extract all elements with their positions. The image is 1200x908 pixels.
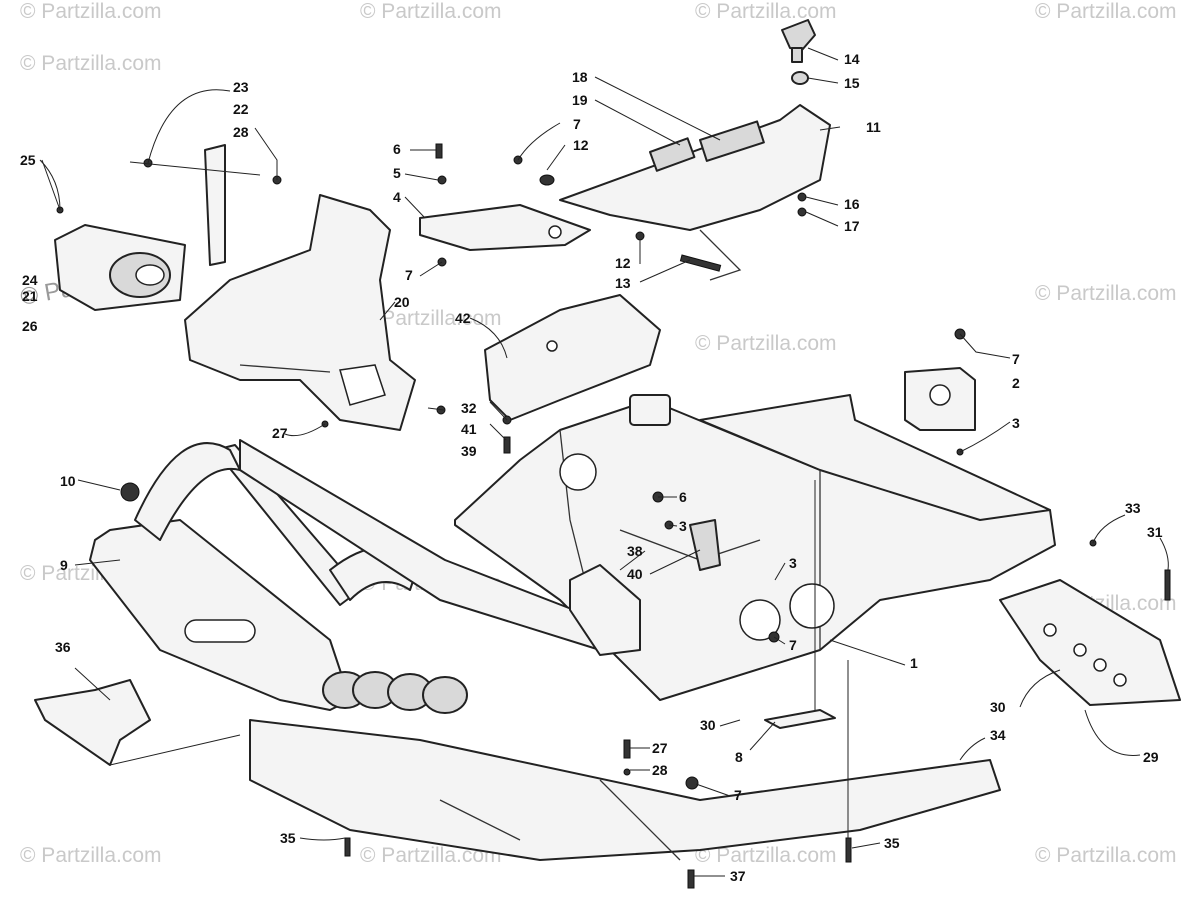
callout-number: 24	[22, 272, 38, 288]
watermark: © Partzilla.com	[360, 0, 502, 23]
watermark: © Partzilla.com	[360, 307, 502, 330]
watermark: © Partzilla.com	[20, 844, 162, 867]
callout-number: 38	[627, 543, 643, 559]
callout-number: 17	[844, 218, 860, 234]
callout-number: 9	[60, 557, 68, 573]
knob-part-14	[781, 19, 816, 85]
callout-number: 25	[20, 152, 36, 168]
shroud-part-20	[184, 144, 416, 431]
callout-number: 21	[22, 288, 38, 304]
callout-number: 7	[734, 787, 742, 803]
callout-number: 12	[573, 137, 589, 153]
console-tray-part-11	[559, 104, 831, 281]
watermark: © Partzilla.com	[20, 0, 162, 23]
callout-labels: 23 22 28 25 24 21 26 6 5 4 7 7 12 18 19 …	[20, 51, 1163, 884]
belly-pan-part-34	[249, 719, 1001, 861]
callout-number: 42	[455, 310, 471, 326]
callout-number: 22	[233, 101, 249, 117]
callout-number: 41	[461, 421, 477, 437]
bracket-part-2	[904, 367, 976, 431]
skid-plate-part-29	[999, 579, 1181, 706]
main-frame-part-1	[454, 394, 1056, 701]
bracket-part-8	[764, 709, 836, 729]
callout-number: 3	[1012, 415, 1020, 431]
watermark: © Partzilla.com	[695, 844, 837, 867]
callout-number: 33	[1125, 500, 1141, 516]
callout-number: 37	[730, 868, 746, 884]
callout-number: 30	[700, 717, 716, 733]
watermark: © Partzilla.com	[695, 332, 837, 355]
watermark: © Partzilla.com	[1035, 844, 1177, 867]
callout-number: 30	[990, 699, 1006, 715]
callout-number: 1	[910, 655, 918, 671]
callout-number: 40	[627, 566, 643, 582]
callout-number: 36	[55, 639, 71, 655]
mounting-plate-part-4	[419, 204, 591, 251]
callout-number: 19	[572, 92, 588, 108]
callout-number: 7	[789, 637, 797, 653]
callout-number: 26	[22, 318, 38, 334]
callout-number: 23	[233, 79, 249, 95]
callout-number: 4	[393, 189, 401, 205]
callout-number: 28	[652, 762, 668, 778]
callout-number: 28	[233, 124, 249, 140]
bracket-part-40	[689, 519, 721, 571]
callout-number: 20	[394, 294, 410, 310]
callout-number: 18	[572, 69, 588, 85]
watermark: © Partzilla.com	[1035, 282, 1177, 305]
callout-number: 27	[272, 425, 288, 441]
callout-number: 10	[60, 473, 76, 489]
bracket-part-38	[569, 564, 641, 656]
callout-number: 32	[461, 400, 477, 416]
heat-shield-part-42	[484, 294, 661, 421]
callout-number: 2	[1012, 375, 1020, 391]
callout-number: 14	[844, 51, 860, 67]
callout-number: 12	[615, 255, 631, 271]
mud-flap-mount-line	[109, 734, 241, 766]
callout-number: 39	[461, 443, 477, 459]
callout-number: 7	[1012, 351, 1020, 367]
callout-number: 11	[866, 119, 881, 135]
callout-number: 31	[1147, 524, 1163, 540]
callout-number: 7	[573, 116, 581, 132]
callout-number: 34	[990, 727, 1006, 743]
callout-number: 15	[844, 75, 860, 91]
duct-boot-part-24	[54, 224, 186, 311]
callout-number: 3	[789, 555, 797, 571]
watermark: © Partzilla.com	[360, 844, 502, 867]
callout-number: 8	[735, 749, 743, 765]
callout-number: 7	[405, 267, 413, 283]
watermark: © Partzilla.com	[695, 0, 837, 23]
callout-number: 6	[679, 489, 687, 505]
callout-number: 6	[393, 141, 401, 157]
mud-flap-part-36	[34, 679, 151, 766]
callout-number: 29	[1143, 749, 1159, 765]
leader-lines	[39, 47, 1169, 877]
callout-number: 16	[844, 196, 860, 212]
callout-number: 5	[393, 165, 401, 181]
callout-number: 3	[679, 518, 687, 534]
front-rollers	[322, 671, 468, 714]
callout-number: 27	[652, 740, 668, 756]
watermark: © Partzilla.com	[20, 52, 162, 75]
callout-number: 35	[280, 830, 296, 846]
callout-number: 13	[615, 275, 631, 291]
watermark: © Partzilla.com	[1035, 0, 1177, 23]
callout-number: 35	[884, 835, 900, 851]
